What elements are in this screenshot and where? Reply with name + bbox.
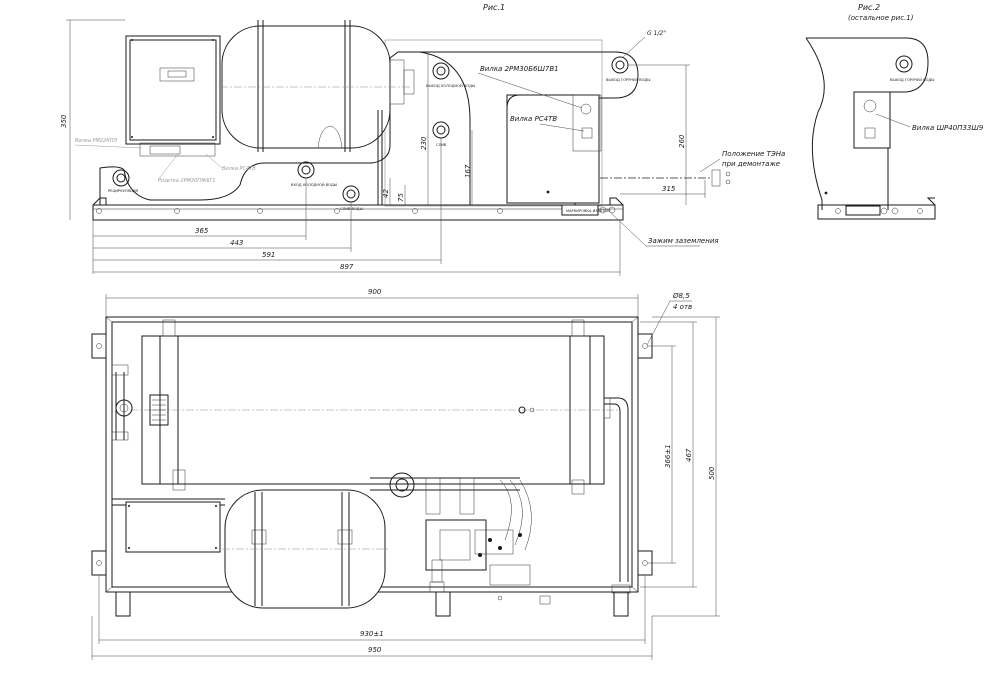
dim-holes-count: 4 отв	[673, 303, 692, 311]
label-cold-out: ВЫХОД ХОЛОДНОЙ ВОДЫ	[426, 83, 475, 88]
label-hot-out: ВЫХОД ГОРЯЧЕЙ ВОДЫ	[606, 77, 650, 82]
dim-900: 900	[368, 288, 382, 296]
label-vilka-rs4tv-small: Вилка РС4ТВ	[222, 166, 256, 172]
label-vilka-2rm: Вилка 2РМ30Б6Ш7В1	[480, 65, 559, 73]
label-g-thread: G 1/2"	[647, 30, 666, 37]
fitting-sliv	[432, 121, 450, 139]
dim-315: 315	[662, 185, 676, 193]
plan-dimension-lines: 900 930±1 950 366±1 467 500 Ø8,5 4 отв	[91, 288, 720, 660]
fitting-cold-in	[297, 161, 315, 179]
dim-260: 260	[678, 134, 686, 148]
dim-167: 167	[464, 164, 472, 178]
figure-2-title: Рис.2	[858, 3, 880, 12]
dim-897: 897	[340, 263, 354, 271]
label-cold-in: ВХОД ХОЛОДНОЙ ВОДЫ	[291, 182, 337, 187]
figure-2-side-view: Рис.2 (остальное рис.1) ВЫХОД ГОРЯЧЕЙ ВО…	[805, 3, 984, 220]
label-vilka-left: Вилка РМ22КПЭ	[75, 138, 118, 144]
feet	[115, 584, 631, 617]
dim-591: 591	[262, 251, 275, 259]
plan-view: 900 930±1 950 366±1 467 500 Ø8,5 4 отв	[91, 288, 720, 660]
label-zazhim: Зажим заземления	[648, 237, 719, 245]
dim-42: 42	[382, 189, 390, 198]
dim-930: 930±1	[360, 630, 384, 638]
dim-hole: Ø8,5	[672, 292, 690, 300]
dim-500: 500	[708, 466, 716, 480]
dim-443: 443	[230, 239, 243, 247]
dim-950: 950	[368, 646, 382, 654]
dimension-lines: 365 443 591 897 315 350 230 167 260 42	[60, 19, 706, 276]
label-rozetka: Розетка 2РМ30ПЖ6Г1	[158, 178, 216, 184]
product-plate-text: МАРКИРОВКА ИЗДЕЛИЯ	[566, 209, 611, 213]
dim-366: 366±1	[664, 444, 672, 468]
fitting-recirculation	[112, 169, 130, 187]
fig2-label-hot-out: ВЫХОД ГОРЯЧЕЙ ВОДЫ	[890, 77, 934, 82]
figure-1-front-view: Рис.1	[60, 3, 785, 276]
pump-group	[370, 472, 532, 593]
fig2-label-vilka-shr: Вилка ШР40П33Ш9	[912, 124, 984, 132]
dim-75: 75	[397, 193, 405, 202]
fitting-cold-out	[432, 62, 450, 80]
label-recirculation: РЕЦИРКУЛЯЦИЯ	[108, 189, 139, 193]
dim-365: 365	[195, 227, 209, 235]
label-vilka-rs4tv: Вилка РС4ТВ	[510, 115, 557, 123]
dim-350: 350	[60, 114, 68, 128]
fitting-hot-out	[611, 56, 629, 74]
label-pri-demontazhe: при демонтаже	[722, 160, 780, 168]
label-polozhenie: Положение ТЭНа	[722, 150, 785, 158]
fitting-drain	[342, 185, 360, 203]
figure-1-title: Рис.1	[483, 3, 505, 12]
dim-467: 467	[685, 448, 693, 462]
dim-230: 230	[420, 136, 428, 150]
label-drain: СЛИВ	[436, 143, 447, 147]
fastener-row	[96, 208, 503, 214]
figure-2-subtitle: (остальное рис.1)	[848, 14, 914, 22]
label-drain-water: СЛИВ ВОДЫ	[340, 207, 363, 211]
